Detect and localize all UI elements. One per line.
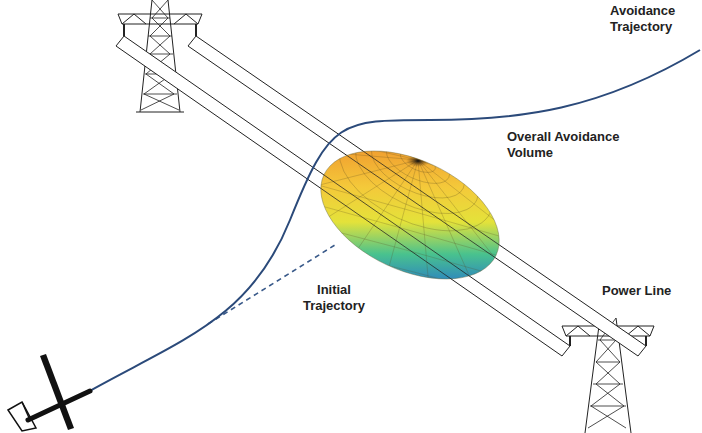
aircraft (8, 354, 90, 431)
callout-label: Overall Avoidance Volume (505, 128, 639, 162)
callout-label: Avoidance Trajectory (608, 2, 692, 36)
avoidance-trajectory-line (86, 50, 700, 393)
power-line-wire (116, 36, 646, 356)
callout-label: Power Line (600, 282, 673, 300)
power-line (116, 36, 646, 356)
avoidance-volume (300, 103, 520, 305)
callout-label: Initial Trajectory (290, 281, 378, 315)
